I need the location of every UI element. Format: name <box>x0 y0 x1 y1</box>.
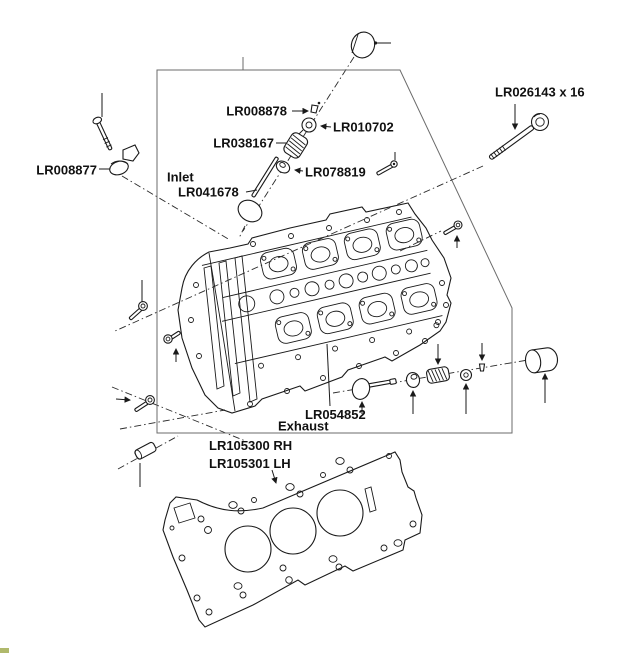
inlet-tappet-tick <box>373 41 391 45</box>
part-labels: LR008878 LR026143 x 16 LR010702 LR038167… <box>36 85 584 472</box>
head-bolt-lr026143 <box>488 112 550 160</box>
head-deck-detail <box>201 216 443 369</box>
diagram-frame <box>156 57 513 434</box>
part-label-lr105301: LR105301 LH <box>209 456 291 471</box>
cam-saddle-row-lower <box>274 283 438 344</box>
bolt-bottom-left <box>134 395 155 412</box>
part-label-exhaust: Exhaust <box>278 419 329 434</box>
inlet-valve <box>237 156 279 239</box>
scan-artifact <box>0 648 9 653</box>
part-label-lr010702: LR010702 <box>333 120 394 135</box>
cam-saddle-row-upper <box>260 218 423 280</box>
leader-lines <box>99 104 549 487</box>
part-label-lr105300: LR105300 RH <box>209 438 292 453</box>
exhaust-valve-collets <box>478 363 486 372</box>
part-label-lr038167: LR038167 <box>213 136 274 151</box>
exhaust-spring-seat <box>405 371 421 389</box>
head-bolt-centerline <box>114 165 484 332</box>
cylinder-head <box>177 202 452 414</box>
part-label-lr041678: LR041678 <box>178 185 239 200</box>
gasket-bore-1 <box>224 525 272 573</box>
exhaust-valve-spring <box>426 366 450 384</box>
part-label-lr054852: LR054852 <box>305 407 366 422</box>
lash-adjuster-lr008877 <box>92 93 140 176</box>
inlet-valve-collets <box>310 101 321 114</box>
part-label-lr008878: LR008878 <box>226 104 287 119</box>
exhaust-valve <box>351 378 397 400</box>
inlet-tappet <box>350 31 376 59</box>
stud-bolt-right <box>443 220 463 236</box>
part-label-inlet: Inlet <box>167 170 194 185</box>
gasket-holes <box>169 453 417 616</box>
dowel <box>134 441 157 460</box>
inlet-valve-spring <box>283 132 309 159</box>
part-label-lr026143: LR026143 x 16 <box>495 85 585 100</box>
gasket-bore-3 <box>316 489 364 537</box>
gasket-square-hole <box>173 502 196 524</box>
exhaust-tappet <box>524 347 559 374</box>
head-port-circles <box>238 258 430 313</box>
gasket-slot <box>364 486 377 513</box>
part-label-lr008877: LR008877 <box>36 163 97 178</box>
exhaust-valve-retainer <box>459 368 473 382</box>
bolt-mid-left <box>128 280 148 321</box>
gasket-bore-2 <box>269 507 317 555</box>
inlet-spring-seat <box>275 160 291 174</box>
bolt-head-left <box>163 330 181 344</box>
stud-bolt-upper-right <box>376 152 398 176</box>
head-gasket <box>162 451 423 628</box>
part-label-lr078819: LR078819 <box>305 165 366 180</box>
inlet-valve-retainer <box>298 117 317 135</box>
head-edge-bosses <box>188 209 449 407</box>
